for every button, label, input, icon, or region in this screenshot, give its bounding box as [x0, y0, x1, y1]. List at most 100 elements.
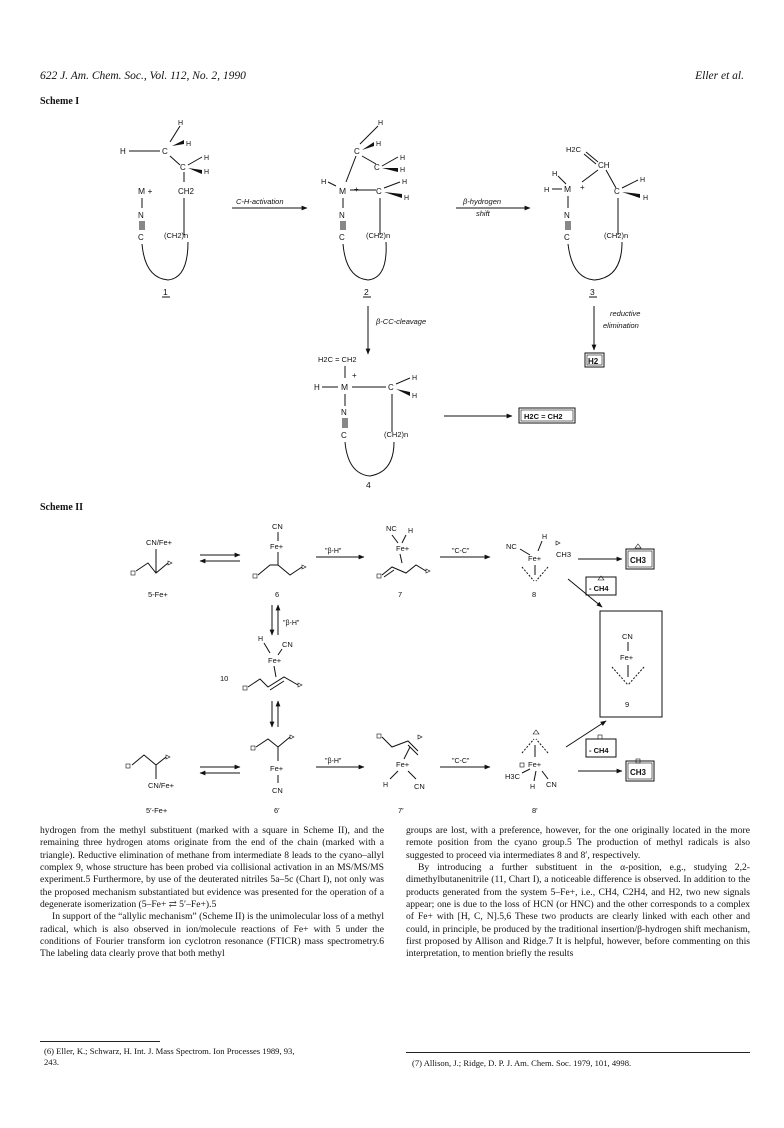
atom: H: [314, 383, 320, 392]
atom: H: [321, 177, 326, 186]
structure-1: H H H C C H H CH2 M + N C (CH2)n 1: [120, 120, 209, 298]
atom: H: [378, 120, 383, 127]
label-5-fe: 5-Fe+: [148, 590, 168, 599]
atom: M: [339, 186, 346, 196]
atom: H: [376, 141, 381, 148]
body-right-column: groups are lost, with a preference, howe…: [406, 825, 750, 961]
atom: C: [354, 147, 360, 156]
atom: CH3: [556, 550, 571, 559]
atom: +: [580, 183, 585, 192]
atom: H: [120, 147, 126, 156]
arrow-label-beta-h-2: "β-H": [283, 620, 300, 627]
atom: H: [400, 167, 405, 174]
atom: C: [162, 147, 168, 156]
atom: CN/Fe+: [148, 781, 175, 790]
atom: C: [614, 187, 620, 196]
label-6: 6: [275, 590, 279, 599]
scheme-2-figure: CN/Fe+ 5-Fe+ CN Fe+ 6 "β-H" NC H Fe+ 7 "…: [125, 522, 663, 815]
atom: Fe+: [270, 542, 284, 551]
atom: Fe+: [268, 656, 282, 665]
atom: H: [204, 169, 209, 176]
species-7: NC H Fe+ 7: [376, 524, 431, 599]
atom: H: [412, 375, 417, 382]
atom: (CH2)n: [604, 231, 628, 240]
atom: H: [530, 784, 535, 791]
atom: H: [383, 782, 388, 789]
label-8prime: 8′: [532, 806, 538, 815]
atom: H: [640, 177, 645, 184]
footnote-6: (6) Eller, K.; Schwarz, H. Int. J. Mass …: [44, 1046, 384, 1067]
atom: CN: [272, 786, 283, 795]
atom: CN: [546, 780, 557, 789]
atom: H3C: [505, 772, 521, 781]
atom: N: [564, 211, 570, 220]
compound-label-4: 4: [366, 480, 371, 490]
footnote-text: 243.: [44, 1056, 60, 1067]
atom: H: [408, 528, 413, 535]
loss-ch4-bottom: - CH4: [589, 746, 609, 755]
atom: Fe+: [270, 764, 284, 773]
structure-3: H2C CH H H M + C H H N C (CH2)n 3: [544, 145, 648, 298]
atom: C: [180, 163, 186, 172]
atom: C: [388, 383, 394, 392]
atom: NC: [386, 524, 397, 533]
loss-ch4-top: - CH4: [589, 584, 609, 593]
product-ch3-top: CH3: [630, 556, 647, 565]
footnote-rule-right: [406, 1052, 750, 1053]
atom: Fe+: [396, 544, 410, 553]
label-9: 9: [625, 700, 629, 709]
atom: M +: [138, 186, 152, 196]
arrow-label-reductive: reductive: [610, 309, 640, 318]
compound-label-2: 2: [364, 287, 369, 297]
atom: H: [400, 155, 405, 162]
atom: C: [339, 233, 345, 242]
atom: H: [204, 155, 209, 162]
atom: H: [552, 169, 557, 178]
atom: C: [376, 187, 382, 196]
product-ethene: H2C = CH2: [524, 412, 563, 421]
structure-2: H H C C H H H M + C H H N C (CH2)n 2: [321, 120, 409, 298]
scheme-2-label: Scheme II: [40, 502, 84, 513]
arrow-label-ch-activation: C-H-activation: [236, 197, 284, 206]
paragraph: hydrogen from the methyl substituent (ma…: [40, 825, 384, 911]
atom: H: [412, 393, 417, 400]
species-7prime: Fe+ H CN 7′: [376, 733, 425, 815]
atom: Fe+: [396, 760, 410, 769]
species-5-fe: CN/Fe+ 5-Fe+: [130, 538, 173, 599]
atom: CN/Fe+: [146, 538, 173, 547]
atom: (CH2)n: [384, 430, 408, 439]
atom: NC: [506, 542, 517, 551]
species-6: CN Fe+ 6: [252, 522, 307, 599]
atom: H: [544, 185, 549, 194]
arrow-label-cc-2: "C-C": [452, 758, 470, 765]
atom: M: [564, 184, 571, 194]
paragraph: By introducing a further substituent in …: [406, 862, 750, 960]
footnote-rule-left: [40, 1041, 160, 1042]
arrow-label-beta-h-3: "β-H": [325, 758, 342, 765]
arrow-label-shift: shift: [476, 209, 491, 218]
atom: M: [341, 382, 348, 392]
arrow-label-cc: "C-C": [452, 548, 470, 555]
label-7: 7: [398, 590, 402, 599]
atom: +: [352, 371, 357, 380]
atom: C: [341, 431, 347, 440]
atom: H2C: [566, 145, 582, 154]
atom: H: [402, 179, 407, 186]
arrow-label-elimination: elimination: [603, 321, 639, 330]
atom: CN: [622, 632, 633, 641]
footnote-7: (7) Allison, J.; Ridge, D. P. J. Am. Che…: [412, 1058, 632, 1068]
species-10: H CN Fe+ 10: [220, 636, 303, 691]
atom: Fe+: [620, 653, 634, 662]
label-7prime: 7′: [398, 806, 404, 815]
label-8: 8: [532, 590, 536, 599]
atom: CN: [414, 782, 425, 791]
label-5prime-fe: 5′-Fe+: [146, 806, 168, 815]
page-journal-header: 622 J. Am. Chem. Soc., Vol. 112, No. 2, …: [40, 70, 246, 82]
atom: CH: [598, 161, 610, 170]
atom: N: [341, 408, 347, 417]
structure-4: H2C = CH2 + H M C H H N C (CH2)n 4: [314, 355, 417, 490]
atom: C: [374, 163, 380, 172]
atom: Fe+: [528, 554, 542, 563]
species-5prime-fe: CN/Fe+ 5′-Fe+: [125, 754, 175, 815]
compound-label-3: 3: [590, 287, 595, 297]
